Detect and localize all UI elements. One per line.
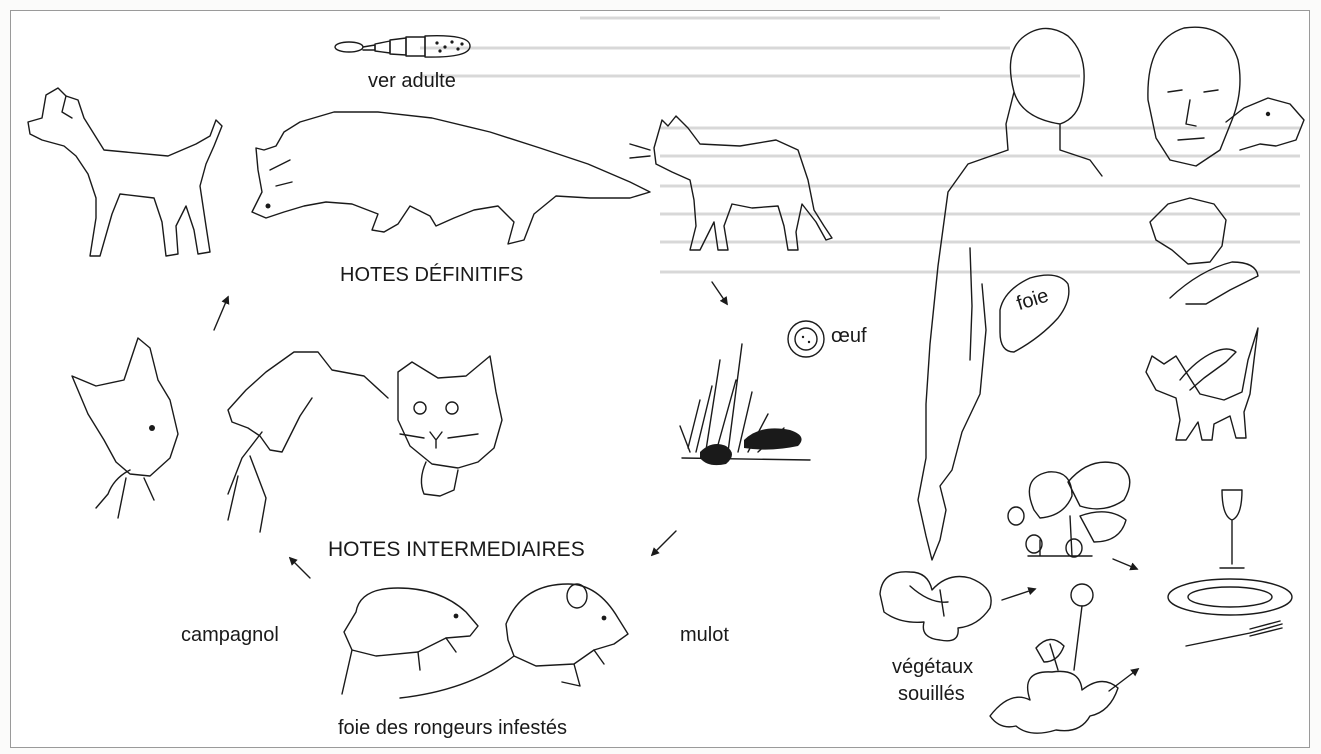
arrow-icon <box>1109 669 1138 691</box>
arrow-icon <box>214 297 228 330</box>
arrow-icon <box>1113 559 1137 569</box>
show-through-background <box>420 18 1300 272</box>
definitive-hosts-label: HOTES DÉFINITIFS <box>340 264 523 287</box>
mouse-icon <box>400 584 628 698</box>
dandelion-icon <box>990 584 1118 733</box>
dog-icon <box>28 88 222 256</box>
strawberry-plant-icon <box>1008 462 1130 557</box>
vole-icon <box>342 588 478 694</box>
feces-in-grass-icon <box>680 344 810 465</box>
lettuce-icon <box>880 572 991 641</box>
woman-face-licked-by-dog-icon <box>1148 27 1304 166</box>
plate-glass-fork-icon <box>1168 490 1292 646</box>
wood-mouse-label: mulot <box>680 624 729 647</box>
cycle-arrows <box>214 282 1138 691</box>
tapeworm-icon <box>335 36 470 57</box>
rodent-liver-label: foie des rongeurs infestés <box>338 717 567 740</box>
cat-icon <box>630 116 832 250</box>
vole-label: campagnol <box>181 624 279 647</box>
arrow-icon <box>712 282 727 304</box>
human-silhouette-icon <box>918 28 1102 560</box>
cat-head-with-rodent-icon <box>398 356 502 496</box>
fox-icon <box>252 112 650 244</box>
egg-icon <box>788 321 824 357</box>
petting-cat-icon <box>1146 328 1258 440</box>
contaminated-plants-label-line2: souillés <box>898 683 965 706</box>
arrow-icon <box>290 558 310 578</box>
fox-head-with-rodent-icon <box>72 338 178 518</box>
adult-worm-label: ver adulte <box>368 70 456 93</box>
intermediate-hosts-label: HOTES INTERMEDIAIRES <box>328 538 585 562</box>
egg-label: œuf <box>831 325 867 348</box>
arrow-icon <box>652 531 676 555</box>
contaminated-plants-label-line1: végétaux <box>892 656 973 679</box>
dog-head-with-rodent-icon <box>228 352 388 532</box>
arrow-icon <box>1002 589 1035 600</box>
